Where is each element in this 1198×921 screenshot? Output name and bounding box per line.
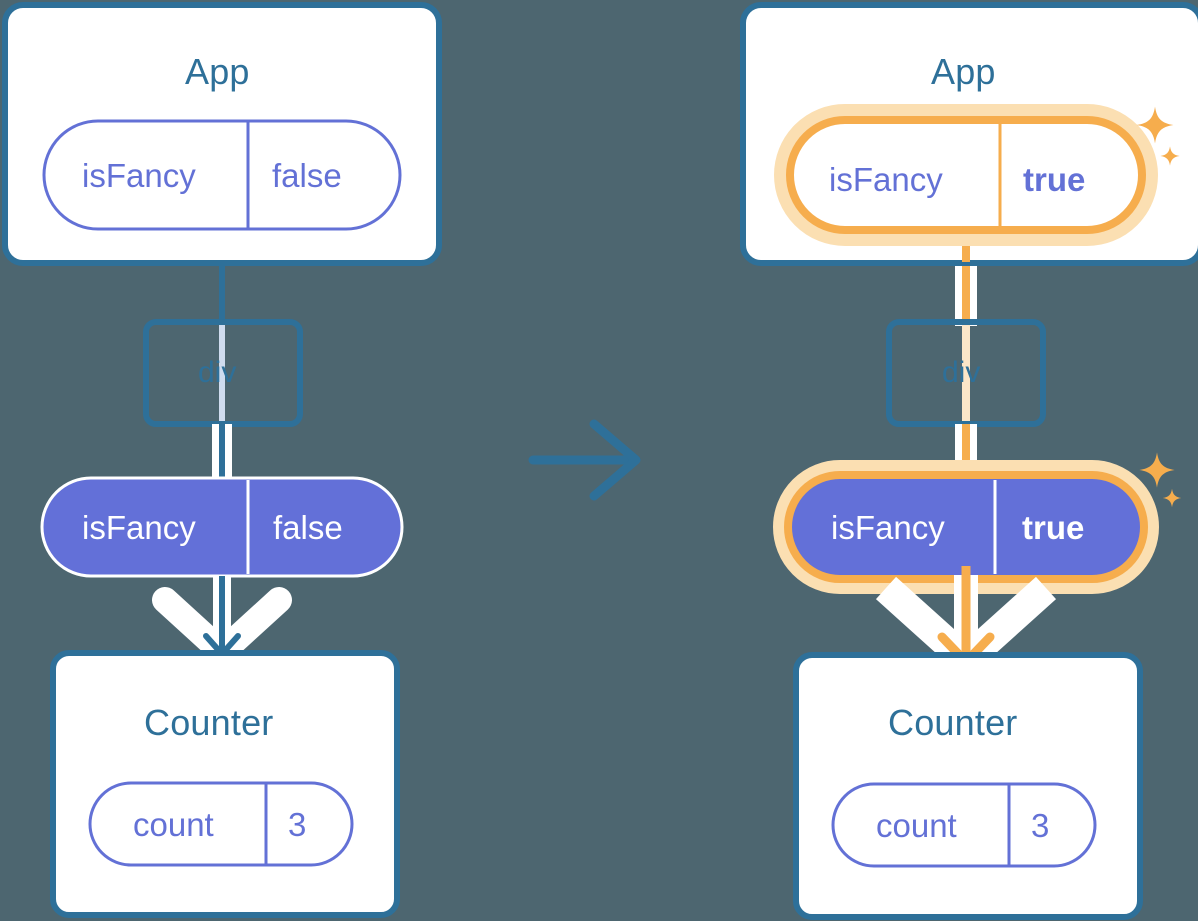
app-state-key-left: isFancy xyxy=(82,157,196,194)
counter-state-key-right: count xyxy=(876,807,957,844)
props-value-left: false xyxy=(273,509,343,546)
props-value-right: true xyxy=(1022,509,1085,546)
sparkle-small-mid xyxy=(1162,488,1182,508)
counter-state-pill-right xyxy=(831,782,1097,868)
props-key-left: isFancy xyxy=(82,509,196,546)
app-card-title-right: App xyxy=(931,51,996,92)
counter-state-key-left: count xyxy=(133,806,214,843)
counter-state-value-left: 3 xyxy=(288,806,307,843)
sparkle-large-mid xyxy=(1139,452,1175,488)
after-group xyxy=(740,2,1198,920)
counter-card-title-right: Counter xyxy=(888,702,1018,743)
counter-card-title-left: Counter xyxy=(144,702,274,743)
app-state-pill-left xyxy=(42,119,402,231)
app-state-pill-right xyxy=(786,116,1146,234)
app-state-pill-halo-right xyxy=(774,104,1158,246)
div-node-label-left: div xyxy=(198,356,237,389)
app-state-value-right: true xyxy=(1023,161,1086,198)
props-key-right: isFancy xyxy=(831,509,945,546)
app-state-key-right: isFancy xyxy=(829,161,943,198)
transition-arrow xyxy=(528,419,641,501)
counter-state-pill-left xyxy=(88,781,354,867)
div-node-label-right: div xyxy=(942,356,981,389)
app-state-value-left: false xyxy=(272,157,342,194)
counter-state-value-right: 3 xyxy=(1031,807,1050,844)
before-group xyxy=(2,2,442,918)
app-card-title-left: App xyxy=(185,51,250,92)
